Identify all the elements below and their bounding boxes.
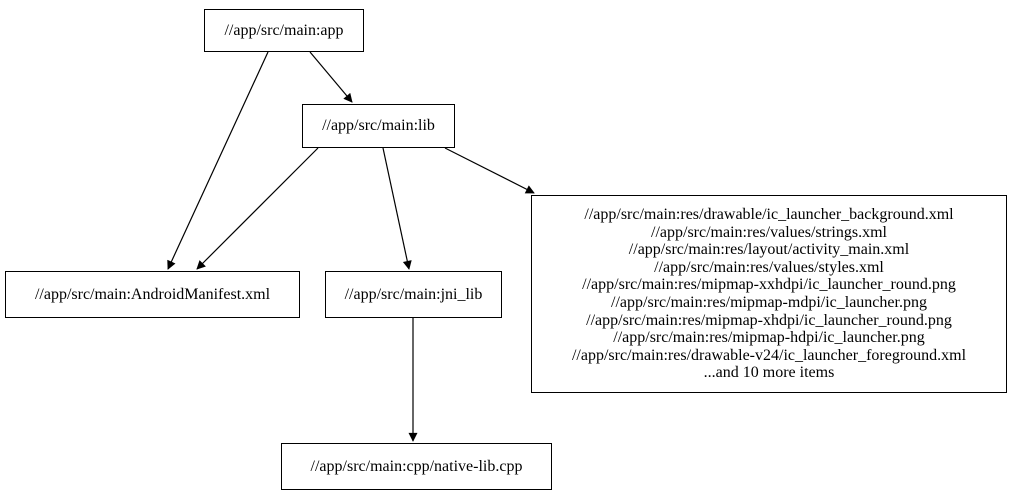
edge-lib-to-manifest: [196, 147, 319, 270]
res-file-line: //app/src/main:res/drawable/ic_launcher_…: [584, 206, 954, 224]
node-jni-lib: //app/src/main:jni_lib: [325, 271, 502, 318]
res-file-line: //app/src/main:res/mipmap-mdpi/ic_launch…: [611, 294, 927, 311]
node-app-label: //app/src/main:app: [224, 21, 344, 39]
res-file-line: //app/src/main:res/mipmap-xhdpi/ic_launc…: [586, 311, 952, 329]
edge-app-to-lib: [309, 51, 353, 103]
node-lib: //app/src/main:lib: [302, 104, 455, 148]
node-native-lib-cpp: //app/src/main:cpp/native-lib.cpp: [281, 443, 552, 490]
edge-lib-to-jni-lib: [382, 147, 412, 270]
node-res-file-group: //app/src/main:res/drawable/ic_launcher_…: [531, 195, 1007, 393]
node-native-lib-cpp-label: //app/src/main:cpp/native-lib.cpp: [310, 457, 523, 475]
edge-lib-to-res: [444, 147, 535, 194]
node-jni-lib-label: //app/src/main:jni_lib: [344, 285, 483, 303]
node-app: //app/src/main:app: [204, 9, 364, 52]
res-file-line: //app/src/main:res/values/styles.xml: [654, 258, 884, 276]
res-more-items-line: ...and 10 more items: [703, 364, 835, 382]
node-android-manifest-label: //app/src/main:AndroidManifest.xml: [34, 285, 271, 303]
res-file-line: //app/src/main:res/drawable-v24/ic_launc…: [571, 346, 967, 364]
res-file-line: //app/src/main:res/layout/activity_main.…: [628, 241, 910, 259]
node-lib-label: //app/src/main:lib: [322, 117, 435, 134]
res-file-line: //app/src/main:res/mipmap-xxhdpi/ic_laun…: [582, 276, 956, 294]
node-android-manifest: //app/src/main:AndroidManifest.xml: [5, 271, 300, 318]
res-file-line: //app/src/main:res/values/strings.xml: [651, 223, 887, 241]
edge-app-to-manifest: [167, 51, 269, 270]
res-file-line: //app/src/main:res/mipmap-hdpi/ic_launch…: [613, 329, 925, 347]
